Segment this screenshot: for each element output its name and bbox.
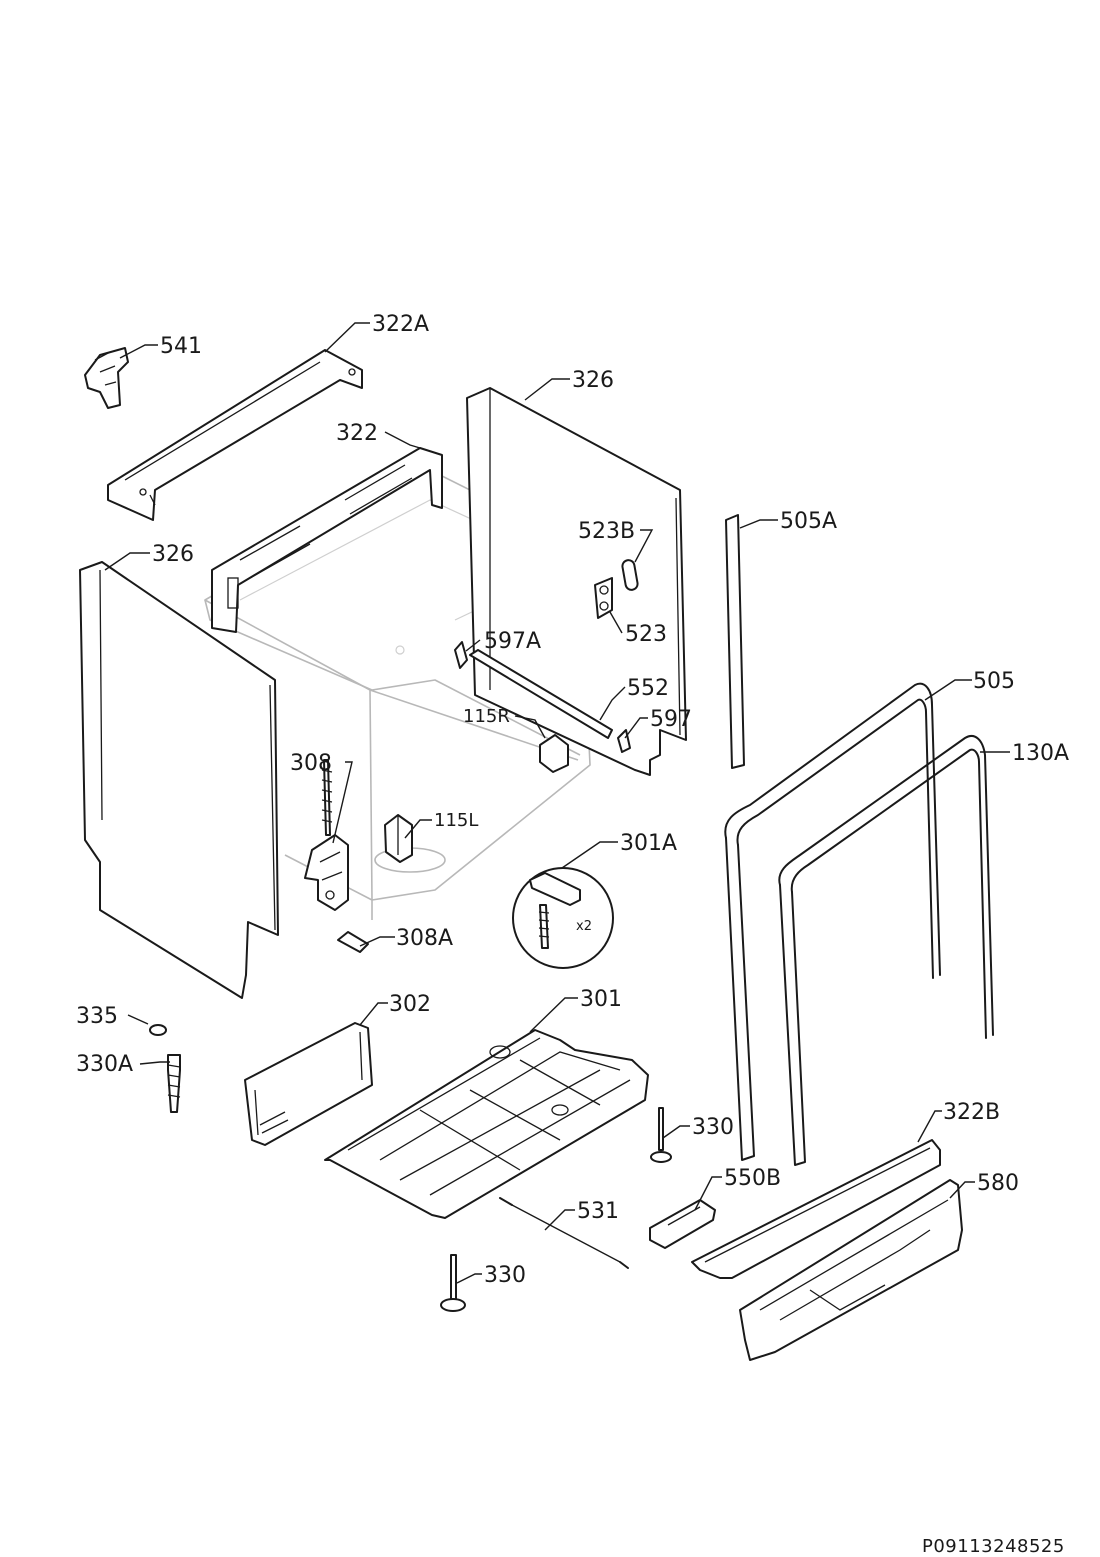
part-531-cable [499,1197,629,1269]
part-523-bracket [594,577,613,619]
callout-308A: 308A [396,926,453,951]
part-523B-clip [621,559,639,591]
callout-115L: 115L [434,810,478,831]
part-541-clip [84,347,129,409]
part-597A-clip [454,641,468,669]
part-335-cap [149,1024,167,1036]
part-115R-cover [539,734,569,773]
part-322-top-rail [211,447,443,633]
document-code: P09113248525 [922,1536,1065,1557]
callout-labels: 541 322A 326 322 326 523B 505A 523 597A … [76,312,1069,1288]
callout-115R: 115R [463,706,510,727]
callout-322A: 322A [372,312,429,337]
callout-505A: 505A [780,509,837,534]
part-552-bar [469,649,613,739]
part-130A-seal [778,735,994,1166]
part-301-base [324,1029,649,1219]
part-308A-clip [337,931,369,953]
leader-lines [104,322,1010,1284]
callout-552: 552 [627,676,669,701]
callout-322: 322 [336,421,378,446]
callout-130A: 130A [1012,741,1069,766]
callout-330-right: 330 [692,1115,734,1140]
part-505A-strip [725,514,745,769]
part-580-bottom-panel [739,1179,963,1361]
callout-301A-qty: x2 [576,919,592,934]
part-550B-clip [649,1199,716,1249]
part-115L-cover [384,814,413,863]
callout-541: 541 [160,334,202,359]
callout-523: 523 [625,622,667,647]
callout-335: 335 [76,1004,118,1029]
callout-301A: 301A [620,831,677,856]
part-330-foot-bottom [440,1254,466,1312]
part-505-seal [724,682,941,1161]
callout-597A: 597A [484,629,541,654]
callout-550B: 550B [724,1166,781,1191]
part-308-hinge [304,759,349,911]
part-330A-foot [167,1054,181,1113]
callout-597: 597 [650,707,692,732]
callout-326-top: 326 [572,368,614,393]
part-322A-top-frame [107,349,363,521]
callout-302: 302 [389,992,431,1017]
part-322B-rail [691,1139,941,1279]
part-302-bracket [244,1022,373,1146]
part-301A-inset [512,867,614,969]
part-330-foot-right [650,1107,672,1163]
part-597-clip [617,729,631,753]
callout-330-bottom: 330 [484,1263,526,1288]
callout-308: 308 [290,751,332,776]
callout-523B: 523B [578,519,635,544]
callout-505: 505 [973,669,1015,694]
callout-531: 531 [577,1199,619,1224]
callout-301: 301 [580,987,622,1012]
part-326-left-panel [79,561,279,999]
callout-326-left: 326 [152,542,194,567]
callout-330A: 330A [76,1052,133,1077]
callout-322B: 322B [943,1100,1000,1125]
callout-580: 580 [977,1171,1019,1196]
